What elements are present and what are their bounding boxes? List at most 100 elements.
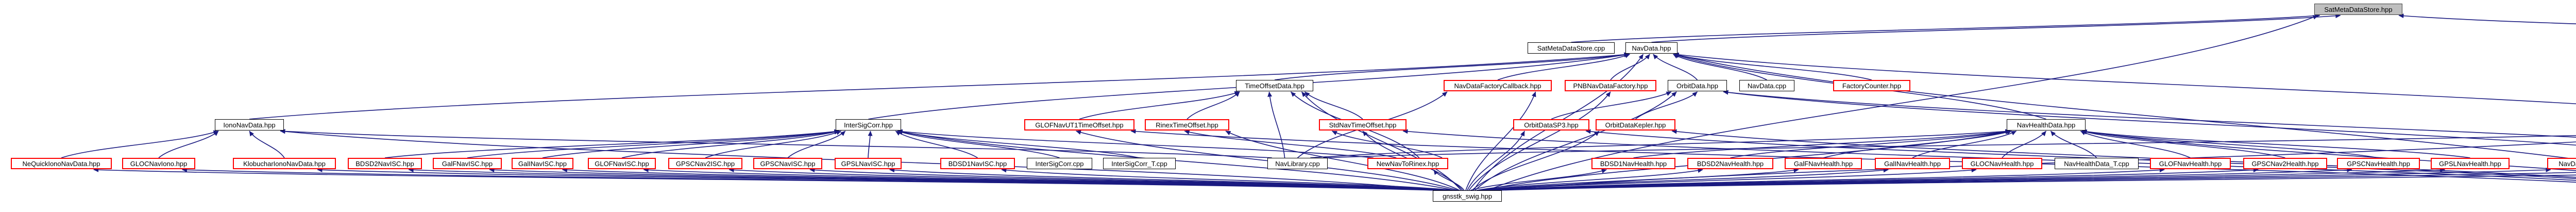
- edge-InterSigCorr-cpp-to-InterSigCorr-hpp: [897, 130, 1060, 158]
- edge-StdNavTimeOffset-hpp-to-TimeOffsetData-hpp: [1304, 91, 1363, 120]
- edge-BDSD1NavHealth-hpp-to-NavHealthData-hpp: [1633, 129, 2011, 158]
- edge-GLOFNavHealth-hpp-to-NavHealthData-hpp: [2080, 131, 2191, 158]
- edge-gnsstk-swig-hpp-to-BDSD1NavHealth-hpp: [1470, 169, 1607, 191]
- graph-node-pnbnavdatafactory-hpp[interactable]: PNBNavDataFactory.hpp: [1565, 80, 1656, 91]
- edge-gnsstk-swig-hpp-to-GalINavHealth-hpp: [1479, 168, 1889, 191]
- graph-node-klobuchariononavdata-hpp[interactable]: KlobucharIonoNavData.hpp: [233, 158, 336, 169]
- edge-NavLibrary-cpp-to-NavHealthData-hpp: [1310, 129, 2011, 158]
- edge-BDSD2NavISC-hpp-to-InterSigCorr-hpp: [384, 129, 840, 158]
- graph-node-navdata-hpp[interactable]: NavData.hpp: [1625, 42, 1677, 54]
- graph-node-stdnavtimeoffset-hpp[interactable]: StdNavTimeOffset.hpp: [1319, 119, 1406, 131]
- graph-node-orbitdata-hpp[interactable]: OrbitData.hpp: [1668, 80, 1727, 91]
- graph-node-bdsd1navisc-hpp[interactable]: BDSD1NavISC.hpp: [940, 158, 1015, 169]
- graph-node-gpscnavisc-hpp[interactable]: GPSCNavISC.hpp: [753, 158, 822, 169]
- edge-NavDataFactoryWithStore-cpp-to-NavData-hpp: [1673, 53, 2576, 160]
- graph-node-factorycounter-hpp[interactable]: FactoryCounter.hpp: [1833, 80, 1910, 91]
- edge-gnsstk-swig-hpp-to-GPSLNavISC-hpp: [889, 168, 1454, 191]
- graph-node-gpslnavhealth-hpp[interactable]: GPSLNavHealth.hpp: [2431, 158, 2510, 169]
- graph-node-navdatafactorycallback-hpp[interactable]: NavDataFactoryCallback.hpp: [1444, 80, 1552, 91]
- edge-GPSCNav2ISC-hpp-to-InterSigCorr-hpp: [705, 131, 842, 158]
- graph-node-galinavhealth-hpp[interactable]: GalINavHealth.hpp: [1875, 158, 1950, 169]
- edge-SatMetaDataStore-T-cpp-to-SatMetaDataStore-hpp: [2398, 13, 2576, 24]
- edge-InterSigCorr-T-cpp-to-InterSigCorr-hpp: [897, 129, 1140, 158]
- graph-node-galfnavhealth-hpp[interactable]: GalFNavHealth.hpp: [1785, 158, 1862, 169]
- graph-node-glofnavhealth-hpp[interactable]: GLOFNavHealth.hpp: [2150, 158, 2231, 169]
- graph-node-gpslnavisc-hpp[interactable]: GPSLNavISC.hpp: [835, 158, 902, 169]
- graph-main-node-satmetadatastore-hpp[interactable]: SatMetaDataStore.hpp: [2314, 4, 2402, 15]
- graph-node-navhealthdata-hpp[interactable]: NavHealthData.hpp: [2007, 119, 2086, 131]
- edge-FactoryCounter-hpp-to-NavData-hpp: [1673, 53, 1872, 80]
- edge-gnsstk-swig-hpp-to-TimeOffsetData-hpp: [1301, 91, 1462, 191]
- edge-gnsstk-swig-hpp-to-GPSCNavISC-hpp: [809, 168, 1452, 191]
- edge-GPSCNavHealth-hpp-to-NavHealthData-hpp: [2081, 129, 2379, 158]
- graph-node-iononavdata-hpp[interactable]: IonoNavData.hpp: [215, 119, 284, 131]
- edge-GLOFNavData-hpp-to-OrbitData-hpp: [1723, 90, 2576, 138]
- graph-node-glocnavhealth-hpp[interactable]: GLOCNavHealth.hpp: [1962, 158, 2042, 169]
- edge-GalINavHealth-hpp-to-NavHealthData-hpp: [1912, 131, 2017, 158]
- graph-node-intersigcorr-t-cpp[interactable]: InterSigCorr_T.cpp: [1103, 158, 1176, 169]
- graph-node-gpscnav2isc-hpp[interactable]: GPSCNav2ISC.hpp: [668, 158, 742, 169]
- edge-KlobucharIonoNavData-hpp-to-IonoNavData-hpp: [249, 131, 285, 158]
- graph-node-intersigcorr-hpp[interactable]: InterSigCorr.hpp: [836, 119, 901, 131]
- graph-node-glofnavisc-hpp[interactable]: GLOFNavISC.hpp: [588, 158, 656, 169]
- edge-gnsstk-swig-hpp-to-PNBNavDataFactory-hpp: [1468, 91, 1611, 191]
- graph-node-glocnaviono-hpp[interactable]: GLOCNavIono.hpp: [122, 158, 195, 169]
- edge-NavHealthData-T-cpp-to-NavHealthData-hpp: [2050, 131, 2097, 158]
- graph-node-gnsstk-swig-hpp[interactable]: gnsstk_swig.hpp: [1433, 190, 1502, 202]
- edge-NavDataFactoryWithStore-cpp-to-NavHealthData-hpp: [2081, 129, 2576, 171]
- graph-node-galfnavisc-hpp[interactable]: GalFNavISC.hpp: [433, 158, 502, 169]
- edge-GPSCNavISC-hpp-to-InterSigCorr-hpp: [787, 131, 846, 158]
- edge-gnsstk-swig-hpp-to-BDSD1NavISC-hpp: [1001, 168, 1457, 191]
- edge-GLOFNavUT1TimeOffset-hpp-to-TimeOffsetData-hpp: [1079, 91, 1240, 120]
- edge-GLOCNavData-hpp-to-OrbitData-hpp: [1723, 90, 2576, 146]
- graph-node-bdsd1navhealth-hpp[interactable]: BDSD1NavHealth.hpp: [1591, 158, 1675, 169]
- edge-gnsstk-swig-hpp-to-GLOCNavData-hpp: [1493, 172, 2576, 191]
- edge-NavData-cpp-to-NavData-hpp: [1673, 54, 1767, 80]
- edge-gnsstk-swig-hpp-to-RinexTimeOffset-hpp: [1225, 131, 1460, 191]
- edge-NewNavToRinex-hpp-to-RinexTimeOffset-hpp: [1184, 129, 1397, 158]
- edge-GLOFNavISC-hpp-to-InterSigCorr-hpp: [621, 129, 840, 158]
- edge-BDSD1NavISC-hpp-to-InterSigCorr-hpp: [895, 131, 978, 158]
- graph-node-newnavtorinex-hpp[interactable]: NewNavToRinex.hpp: [1367, 158, 1448, 169]
- edge-SatMetaDataStore-cpp-to-SatMetaDataStore-hpp: [1571, 13, 2320, 43]
- graph-node-navdatafactorywithstore-hpp[interactable]: NavDataFactoryWithStore.hpp: [2547, 158, 2576, 169]
- edge-GalINavISC-hpp-to-InterSigCorr-hpp: [542, 129, 840, 158]
- edge-gnsstk-swig-hpp-to-BDSD2NavHealth-hpp: [1476, 168, 1703, 191]
- edge-GPSCNav2Health-hpp-to-NavHealthData-hpp: [2081, 129, 2285, 158]
- graph-node-bdsd2navhealth-hpp[interactable]: BDSD2NavHealth.hpp: [1687, 158, 1773, 169]
- edge-gnsstk-swig-hpp-to-NavDataFactoryCallback-hpp: [1465, 91, 1536, 191]
- graph-node-satmetadatastore-cpp[interactable]: SatMetaDataStore.cpp: [1528, 42, 1615, 54]
- edge-GalFNavHealth-hpp-to-NavHealthData-hpp: [1823, 130, 2012, 158]
- graph-node-intersigcorr-cpp[interactable]: InterSigCorr.cpp: [1027, 158, 1092, 169]
- edge-gnsstk-swig-hpp-to-GLOFNavUT1TimeOffset-hpp: [1076, 130, 1459, 191]
- edge-GPSLNavHealth-hpp-to-NavHealthData-hpp: [2081, 129, 2470, 158]
- edge-IonoNavData-hpp-to-NavData-hpp: [249, 52, 1630, 120]
- edge-gnsstk-swig-hpp-to-OrbitDataSP3-hpp: [1467, 131, 1525, 191]
- graph-node-bdsd2navisc-hpp[interactable]: BDSD2NavISC.hpp: [348, 158, 422, 169]
- edge-OrbitData-hpp-to-NavData-hpp: [1653, 54, 1698, 80]
- edge-NavLibrary-cpp-to-TimeOffsetData-hpp: [1267, 91, 1285, 158]
- edge-OrbitDataKepler-hpp-to-OrbitData-hpp: [1635, 91, 1698, 120]
- graph-node-orbitdatakepler-hpp[interactable]: OrbitDataKepler.hpp: [1596, 119, 1675, 131]
- graph-node-glofnavut1timeoffset-hpp[interactable]: GLOFNavUT1TimeOffset.hpp: [1024, 119, 1134, 131]
- graph-node-rinextimeoffset-hpp[interactable]: RinexTimeOffset.hpp: [1145, 119, 1229, 131]
- graph-node-gpscnav2health-hpp[interactable]: GPSCNav2Health.hpp: [2243, 158, 2327, 169]
- edge-gnsstk-swig-hpp-to-OrbitDataKepler-hpp: [1471, 131, 1600, 191]
- edge-NewNavToRinex-hpp-to-InterSigCorr-hpp: [897, 129, 1374, 158]
- graph-node-timeoffsetdata-hpp[interactable]: TimeOffsetData.hpp: [1236, 80, 1313, 91]
- edge-gnsstk-swig-hpp-to-InterSigCorr-hpp: [897, 129, 1455, 191]
- edge-GLOCNavIono-hpp-to-IonoNavData-hpp: [158, 131, 219, 158]
- graph-node-navhealthdata-t-cpp[interactable]: NavHealthData_T.cpp: [2055, 158, 2139, 169]
- edge-NavDataFactoryCallback-hpp-to-NavData-hpp: [1497, 54, 1631, 80]
- graph-node-navdata-cpp[interactable]: NavData.cpp: [1739, 80, 1794, 91]
- graph-node-orbitdatasp3-hpp[interactable]: OrbitDataSP3.hpp: [1513, 119, 1589, 131]
- edge-NeQuickIonoNavData-hpp-to-IonoNavData-hpp: [61, 130, 219, 158]
- graph-node-gpscnavhealth-hpp[interactable]: GPSCNavHealth.hpp: [2337, 158, 2420, 169]
- edge-OrbitDataSP3-hpp-to-OrbitData-hpp: [1551, 91, 1672, 120]
- graph-node-nequickiononavdata-hpp[interactable]: NeQuickIonoNavData.hpp: [11, 158, 112, 169]
- graph-node-galinavisc-hpp[interactable]: GalINavISC.hpp: [512, 158, 573, 169]
- graph-node-navlibrary-cpp[interactable]: NavLibrary.cpp: [1267, 158, 1328, 169]
- edge-NavLibrary-cpp-to-NavDataFactory-hpp: [1323, 135, 2576, 158]
